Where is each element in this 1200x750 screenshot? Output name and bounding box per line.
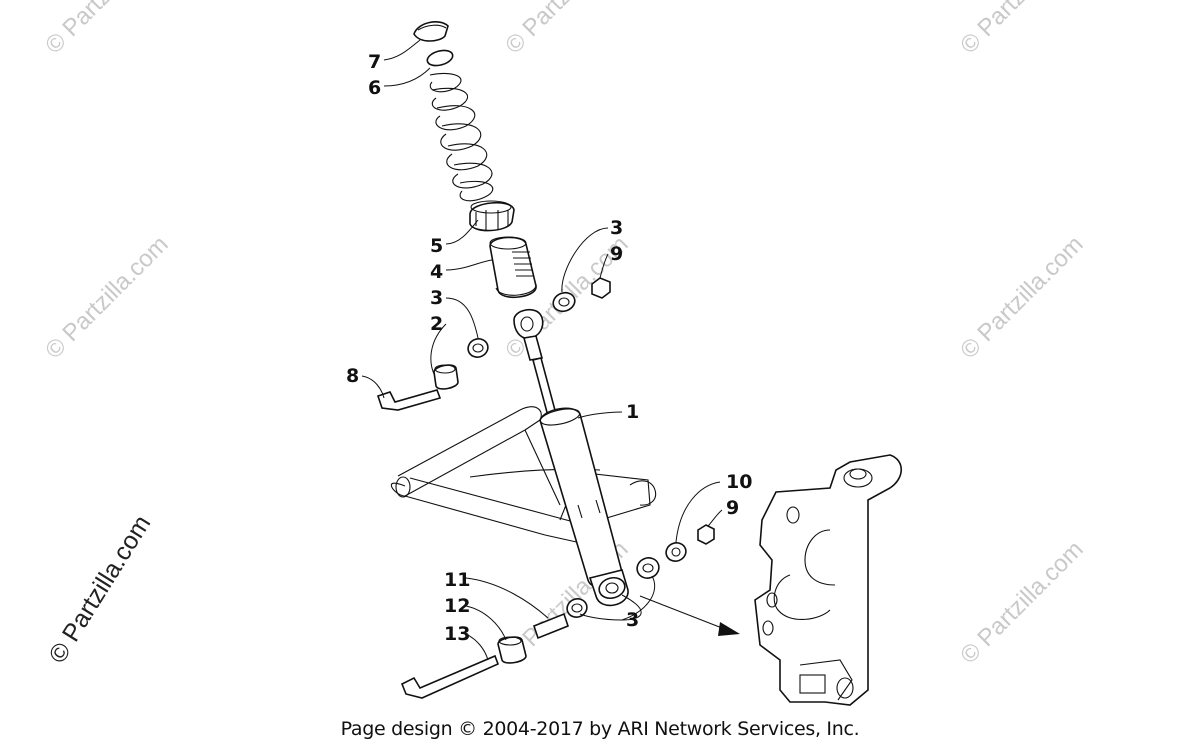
lower-hardware: [400, 524, 715, 699]
callout-3: 3: [626, 609, 639, 631]
leader-lines: [361, 39, 723, 661]
callout-5: 5: [430, 235, 443, 257]
watermark: © Partzilla.com: [955, 536, 1088, 669]
threaded-sleeve: [489, 236, 537, 298]
callout-9: 9: [610, 243, 623, 265]
callout-12: 12: [444, 595, 470, 617]
a-arm-drawing: [390, 406, 657, 546]
callout-1: 1: [626, 401, 639, 423]
callout-13: 13: [444, 623, 470, 645]
callout-2: 2: [430, 313, 443, 335]
spring-coil: [426, 49, 494, 202]
watermark-group: © Partzilla.com © Partzilla.com © Partzi…: [40, 0, 1088, 669]
callout-labels: 7 6 5 4 3 2 8 3 9 1 10 9 11 12 13 3: [346, 51, 752, 645]
watermark: © Partzilla.com: [40, 231, 173, 364]
callout-4: 4: [430, 261, 443, 283]
callout-8: 8: [346, 365, 359, 387]
watermark: © Partzilla.com: [955, 231, 1088, 364]
watermark: © Partzilla.com: [40, 0, 173, 59]
spindle-drawing: [754, 454, 903, 706]
callout-6: 6: [368, 77, 381, 99]
callout-3: 3: [610, 217, 623, 239]
assembly-arrow: [639, 595, 740, 636]
shock-absorber: [513, 308, 629, 607]
spring-retainer: [413, 21, 449, 42]
watermark-large: © Partzilla.com: [43, 510, 156, 668]
watermark: © Partzilla.com: [500, 0, 633, 59]
callout-7: 7: [368, 51, 381, 73]
spring-collar: [469, 200, 515, 232]
copyright-footer: Page design © 2004-2017 by ARI Network S…: [340, 718, 860, 740]
callout-11: 11: [444, 569, 470, 591]
callout-9: 9: [726, 497, 739, 519]
callout-10: 10: [726, 471, 752, 493]
callout-3: 3: [430, 287, 443, 309]
upper-hardware: [376, 277, 611, 411]
watermark: © Partzilla.com: [955, 0, 1088, 59]
